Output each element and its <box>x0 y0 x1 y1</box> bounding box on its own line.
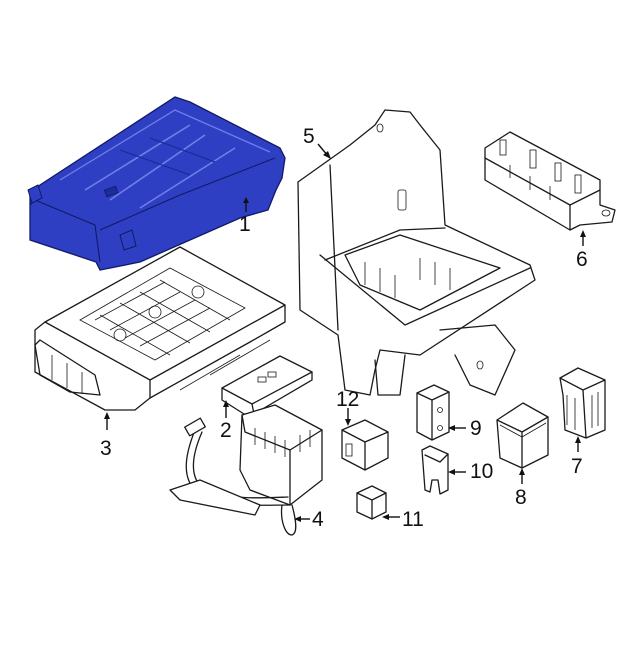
callout-12: 12 <box>336 388 360 411</box>
part-12-relay <box>341 419 389 471</box>
part-10-blade-fuse <box>421 445 449 495</box>
callout-1: 1 <box>239 213 251 236</box>
callout-11: 11 <box>402 508 424 531</box>
part-6-terminal-block <box>484 131 616 231</box>
part-9-fuse <box>416 384 450 441</box>
part-8-cartridge-fuse <box>496 402 549 469</box>
callout-4: 4 <box>312 508 324 531</box>
part-4-fuse-box-harness <box>169 404 323 536</box>
callout-2: 2 <box>220 419 232 442</box>
part-2-fuse-lid <box>221 355 313 415</box>
callout-5: 5 <box>303 125 315 148</box>
callout-7: 7 <box>571 455 583 478</box>
callout-3: 3 <box>100 437 112 460</box>
callout-9: 9 <box>470 417 482 440</box>
callout-8: 8 <box>515 486 527 509</box>
part-5-mounting-tray <box>297 109 536 396</box>
part-7-cartridge-fuse <box>559 367 606 439</box>
callout-6: 6 <box>576 248 588 271</box>
part-1-fuse-box-cover <box>27 96 286 271</box>
part-11-micro-relay <box>356 485 387 520</box>
part-3-junction-box <box>34 246 286 411</box>
callout-10: 10 <box>470 460 494 483</box>
